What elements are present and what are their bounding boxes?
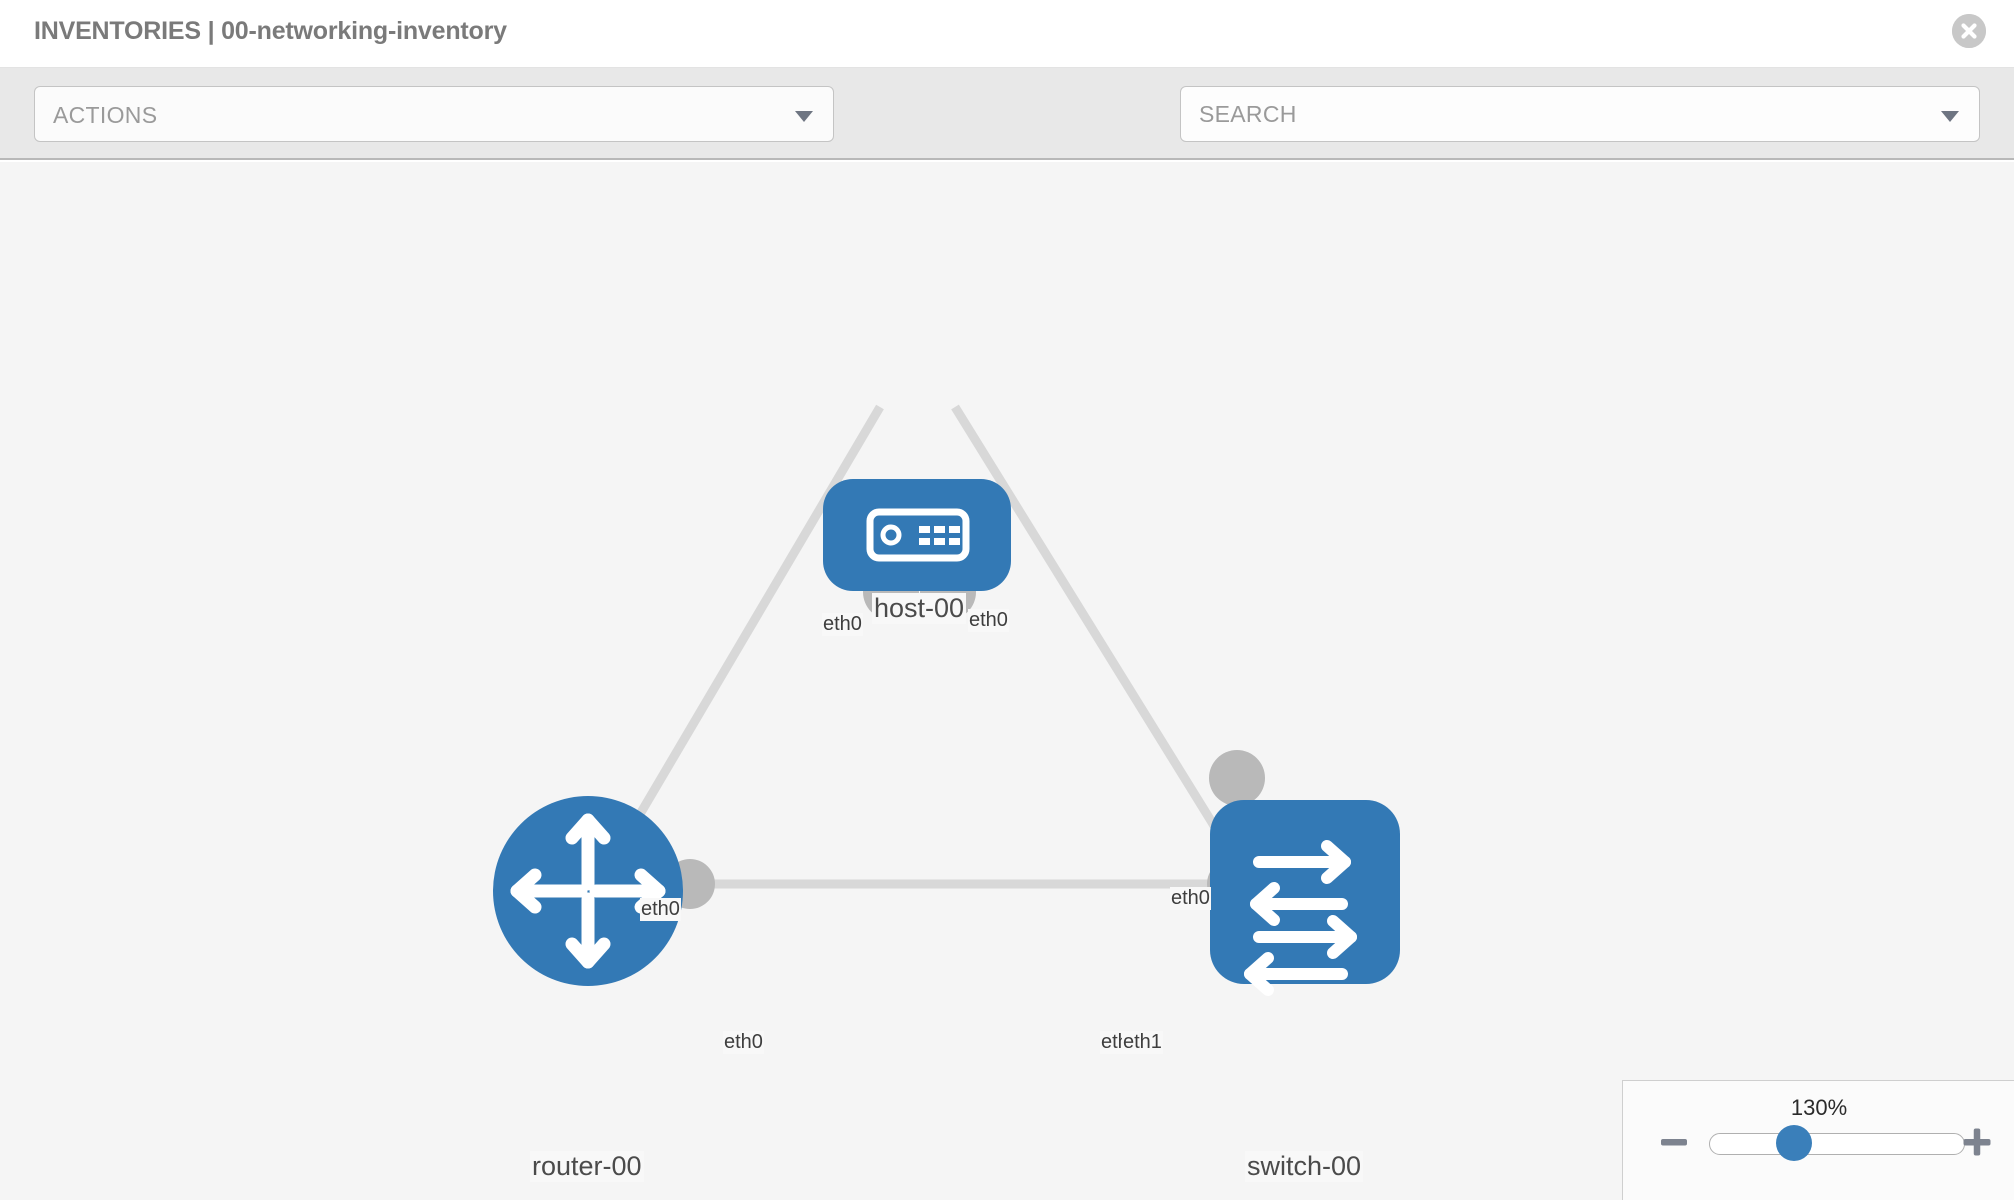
zoom-slider-thumb[interactable] xyxy=(1776,1125,1812,1161)
link-host00-switch00[interactable] xyxy=(951,404,1259,895)
link-host00-router00[interactable] xyxy=(596,404,884,885)
node-label-host-00[interactable]: host-00 xyxy=(872,593,967,624)
edge-label-router00-switch00-target[interactable]: eth1 xyxy=(1122,1031,1163,1054)
node-label-router-00[interactable]: router-00 xyxy=(530,1151,644,1182)
server-icon xyxy=(866,508,970,562)
actions-dropdown-label: ACTIONS xyxy=(53,102,158,128)
topology-links xyxy=(596,404,1259,895)
edge-label-host00-router00-source[interactable]: eth0 xyxy=(822,613,863,636)
zoom-slider-track[interactable] xyxy=(1709,1133,1965,1155)
edge-label-host00-switch00-source[interactable]: eth0 xyxy=(968,609,1009,632)
edge-label-host00-switch00-target[interactable]: eth0 xyxy=(1170,887,1211,910)
search-input[interactable] xyxy=(1199,87,1919,141)
topology-graph xyxy=(493,404,1400,996)
node-router-00[interactable] xyxy=(493,796,683,986)
edge-label-router00-switch00-source[interactable]: eth0 xyxy=(723,1031,764,1054)
search-field[interactable] xyxy=(1180,86,1980,142)
plus-icon[interactable] xyxy=(1960,1125,1994,1159)
toolbar: ACTIONS xyxy=(0,68,2014,198)
node-label-switch-00[interactable]: switch-00 xyxy=(1245,1151,1364,1182)
endpoint-switch00-north[interactable] xyxy=(1209,750,1265,806)
node-switch-00[interactable] xyxy=(1210,800,1400,996)
node-host-00[interactable] xyxy=(823,479,1011,591)
page-title: INVENTORIES | 00-networking-inventory xyxy=(34,17,507,45)
close-icon[interactable] xyxy=(1952,14,1986,48)
chevron-down-icon xyxy=(795,111,813,122)
minus-icon[interactable] xyxy=(1657,1125,1691,1159)
switch-arrows-icon xyxy=(1244,840,1357,996)
actions-dropdown[interactable]: ACTIONS xyxy=(34,86,834,142)
zoom-percent-label: 130% xyxy=(1790,1095,1848,1120)
edge-label-host00-router00-target[interactable]: eth0 xyxy=(640,898,681,921)
topology-canvas[interactable]: host-00 router-00 switch-00 eth0 eth0 et… xyxy=(0,162,2014,1200)
zoom-control: 130% xyxy=(1622,1080,2014,1200)
chevron-down-icon[interactable] xyxy=(1941,111,1959,122)
page-header: INVENTORIES | 00-networking-inventory xyxy=(0,0,2014,68)
